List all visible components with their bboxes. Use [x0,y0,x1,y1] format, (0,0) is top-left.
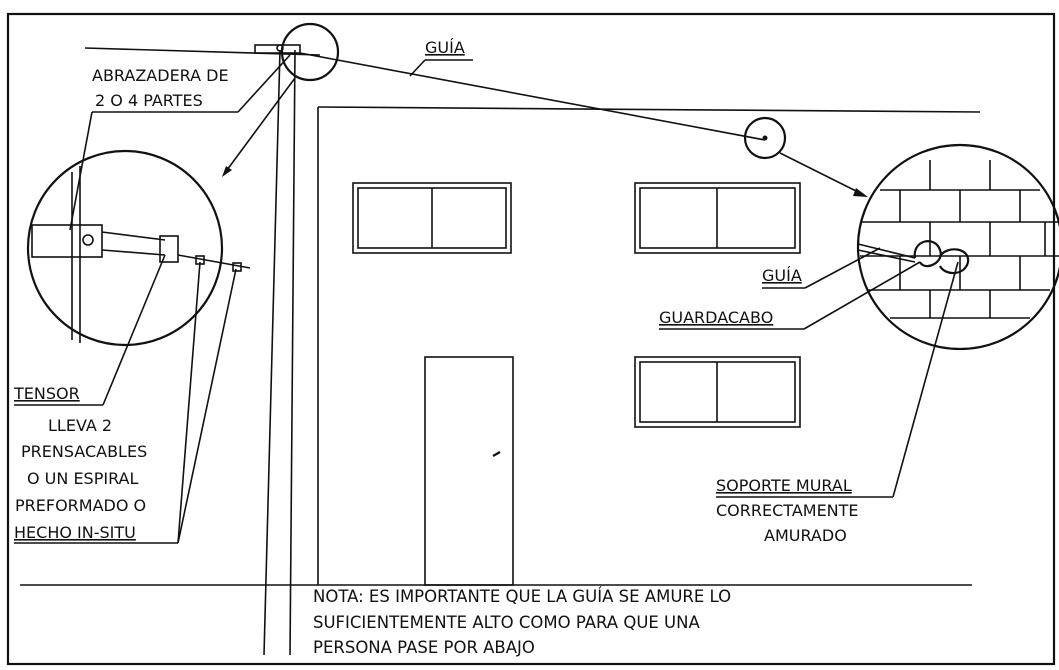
detail-circle-tensor [26,149,251,347]
label-lleva-2: PRENSACABLES [21,442,147,461]
label-lleva-1: LLEVA 2 [48,416,112,435]
leader-guia-detail [804,247,881,289]
tensor-body [159,235,179,263]
note-line-1: NOTA: ES IMPORTANTE QUE LA GUÍA SE AMURE… [313,587,731,606]
label-tensor: TENSOR [13,384,80,403]
window-bottom-right [634,356,801,428]
label-lleva-3: O UN ESPIRAL [27,469,138,488]
detail-circle-wall-bracket [856,143,1059,351]
label-abrazadera-2: 2 O 4 PARTES [95,91,203,110]
cable-clamp-2 [232,262,242,272]
label-lleva-4: PREFORMADO O [15,496,146,515]
leader-abrazadera-detail [69,111,93,231]
arrow-to-left-detail [226,77,296,171]
note-line-2: SUFICIENTEMENTE ALTO COMO PARA QUE UNA [313,613,700,632]
anchor-point [762,135,768,141]
leader-guardacabo [803,261,921,330]
house-roof-line [317,106,981,113]
house [317,106,981,586]
wall-bracket-hook [939,248,970,275]
thimble [913,240,942,268]
leader-tensor [102,254,166,406]
label-guia-detail: GUÍA [762,266,802,285]
leader-soporte [892,261,959,498]
leader-abrazadera [237,54,291,113]
label-soporte-2: CORRECTAMENTE [716,501,859,520]
wall-cable [857,243,916,259]
label-guia-top: GUÍA [425,38,465,57]
leader-prensacables-1 [177,261,201,544]
leader-prensacables-2 [177,268,237,544]
detail-cable [177,254,251,269]
guy-wire [299,52,766,141]
window-top-right [634,182,801,254]
utility-pole [263,49,296,656]
arrow-to-right-detail [779,152,861,194]
clamp-detail [31,224,103,258]
top-wire [84,47,321,56]
label-lleva-5: HECHO IN-SITU [14,523,136,542]
brick-pattern [860,160,1059,319]
label-guardacabo: GUARDACABO [659,308,773,327]
label-soporte-1: SOPORTE MURAL [716,476,852,495]
drawing-frame [6,12,1056,666]
note-line-3: PERSONA PASE POR ABAJO [313,638,535,657]
label-abrazadera-1: ABRAZADERA DE [92,66,229,85]
detail-marker-wall [743,116,787,160]
detail-marker-pole [280,22,340,82]
window-top-left [352,182,512,254]
door [424,356,514,586]
label-soporte-3: AMURADO [764,526,847,545]
clamp-assembly [254,44,301,54]
